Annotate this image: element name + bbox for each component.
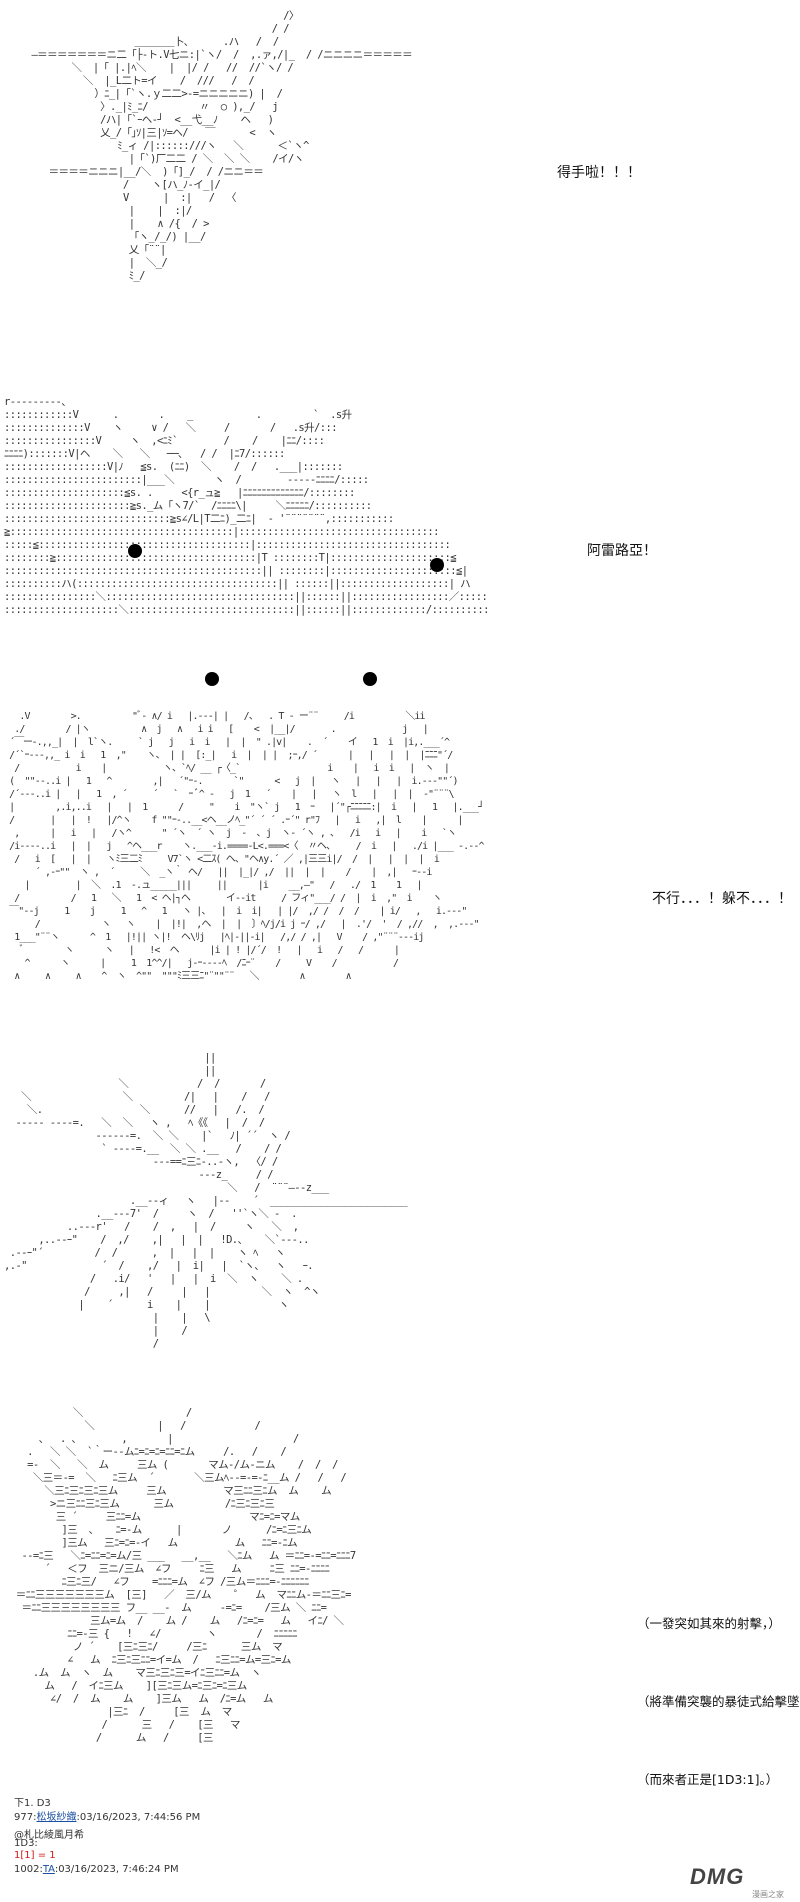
panel-4: || || ＼ / / / ＼ ＼ /| | / / ＼. ＼ // | /. … — [0, 1050, 800, 1390]
footer-dice-request: 下1. D3 — [14, 1798, 51, 1809]
site-watermark-sub: 漫画之家 — [752, 1890, 784, 1899]
post-header-977: 977:松坂紗織:03/16/2023, 7:44:56 PM — [14, 1808, 200, 1823]
ascii-art-explosion-burst: ＼ / ＼ | / / 、 . 、 , | / . ＼ ＼ `｀ー--ムﾆ=ﾆ=… — [15, 1407, 357, 1744]
post-number: 1002: — [14, 1864, 43, 1875]
narration-line-1: （一發突如其來的射擊，） — [637, 1616, 781, 1631]
narration-line-3: （而來者正是[1D3:1]。） — [637, 1772, 779, 1787]
narration-box: （一發突如其來的射擊，） （將準備突襲的暴徒式給擊墜，） （而來者正是[1D3:… — [637, 1559, 800, 1845]
dialog-cant-dodge: 不行．．．！躲不．．．！ — [652, 891, 792, 907]
panel-5: ＼ / ＼ | / / 、 . 、 , | / . ＼ ＼ `｀ー--ムﾆ=ﾆ=… — [0, 1405, 800, 1787]
ascii-art-mecha-closeup: /〉 / / ＿＿＿＿卜､ .ハ / / ―＝＝＝＝＝＝＝ニ二「├‐ト.V七ニ:… — [31, 10, 413, 282]
post-number: 977: — [14, 1812, 37, 1823]
panel-2: r‐‐‐‐‐‐‐‐-、 ::::::::::::V . . _ . ` .s升 … — [0, 392, 800, 692]
dice-command: 1D3: — [14, 1838, 38, 1849]
dice-result: 1[1] = 1 — [14, 1850, 56, 1861]
black-dot — [205, 672, 219, 686]
post-header-1002: 1002:TA:03/16/2023, 7:46:24 PM — [14, 1864, 179, 1875]
post-time: :03/16/2023, 7:46:24 PM — [54, 1864, 179, 1875]
panel-1: /〉 / / ＿＿＿＿卜､ .ハ / / ―＝＝＝＝＝＝＝ニ二「├‐ト.V七ニ:… — [0, 0, 800, 380]
ascii-art-explosion-rays: || || ＼ / / / ＼ ＼ /| | / / ＼. ＼ // | /. … — [4, 1052, 408, 1350]
poster-name-link[interactable]: 松坂紗織 — [36, 1812, 77, 1823]
poster-name-link[interactable]: TA — [42, 1864, 55, 1875]
black-dot — [430, 558, 444, 572]
ascii-art-winged-mecha: .V >. "ﾞ‐ ∧/ i |.---| | /、 . T - ー¨¨ /i … — [9, 711, 484, 982]
mention-line: @札比綾風月希 — [14, 1830, 84, 1841]
dialog-hallelujah: 阿雷路亞！ — [587, 543, 657, 559]
black-dot — [363, 672, 377, 686]
panel-3: .V >. "ﾞ‐ ∧/ i |.---| | /、 . T - ー¨¨ /i … — [0, 708, 800, 1038]
narration-line-2: （將準備突襲的暴徒式給擊墜，） — [637, 1694, 800, 1709]
black-dot — [128, 544, 142, 558]
dialog-got-it: 得手啦！！！ — [557, 165, 641, 181]
site-watermark-logo: DMG — [690, 1864, 745, 1889]
post-time: :03/16/2023, 7:44:56 PM — [76, 1812, 201, 1823]
ascii-art-cockpit: r‐‐‐‐‐‐‐‐-、 ::::::::::::V . . _ . ` .s升 … — [4, 396, 489, 616]
